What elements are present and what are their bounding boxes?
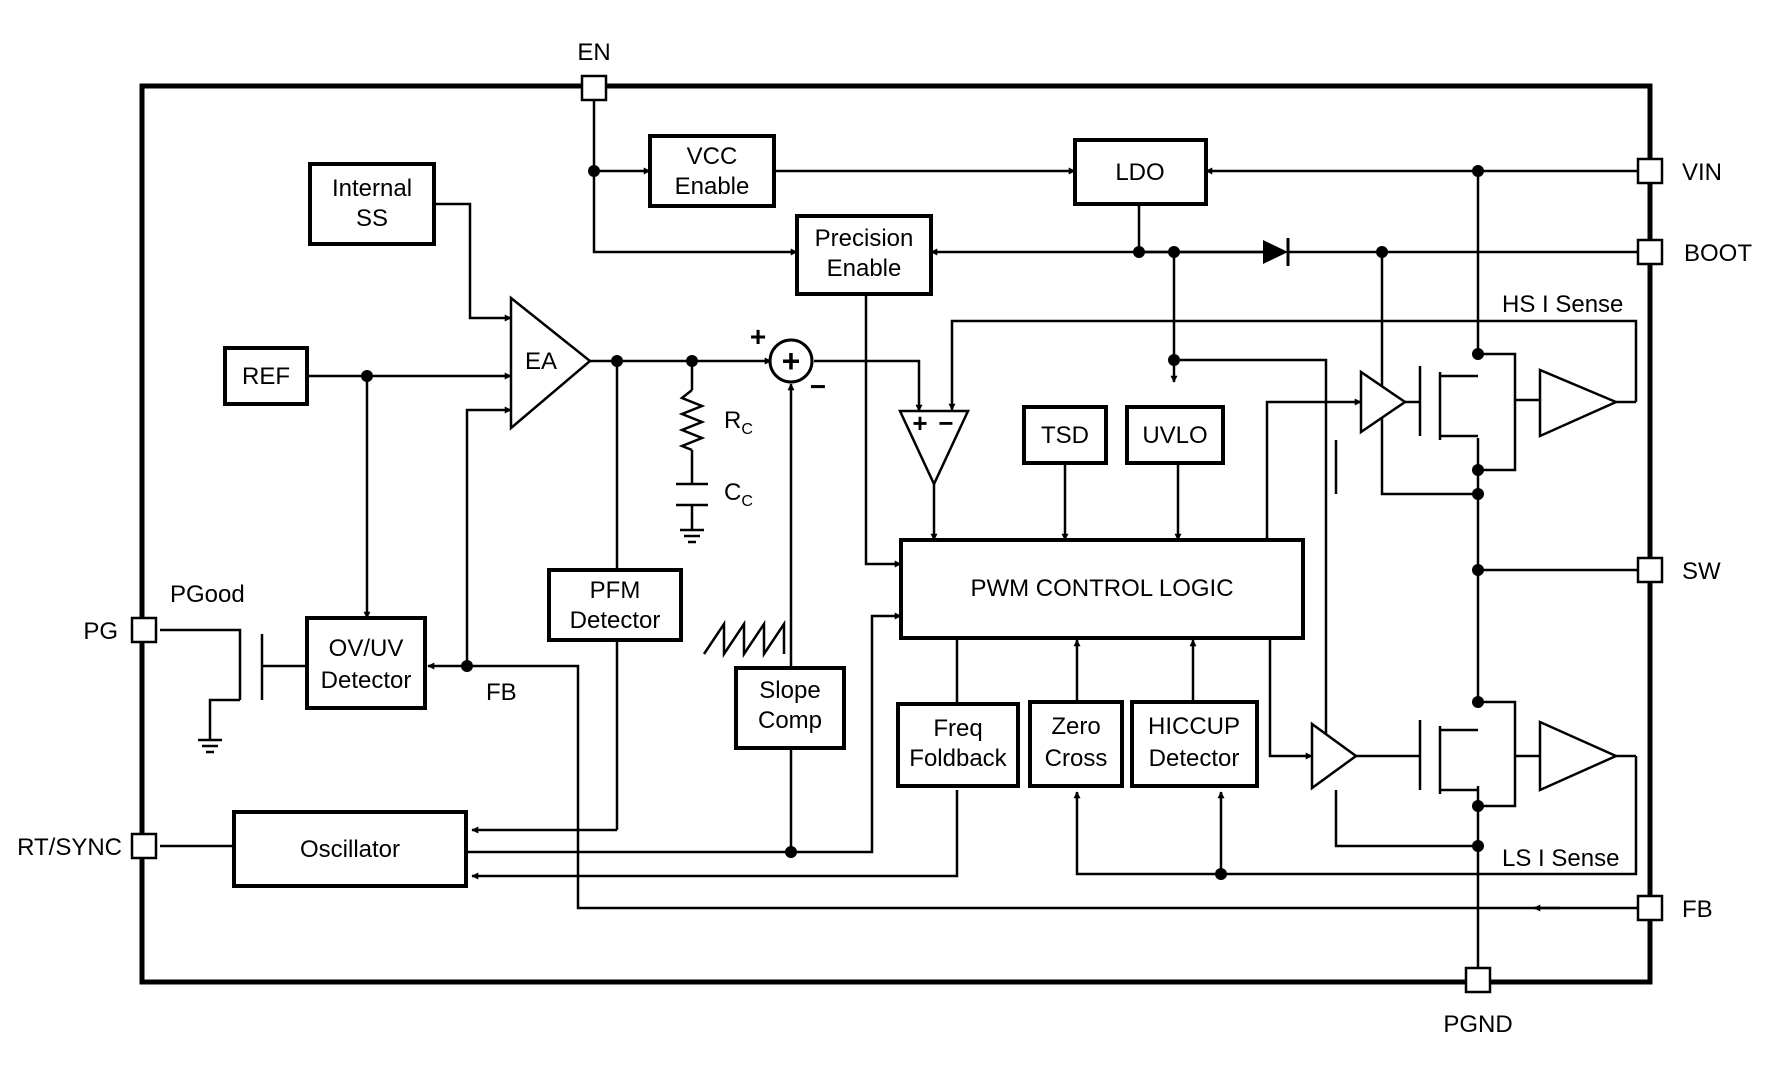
ref-block — [223, 346, 309, 406]
uvlo-label: UVLO — [1142, 422, 1207, 449]
slope-comp-label-1: Slope — [759, 677, 820, 704]
tsd-block — [1022, 405, 1108, 465]
ldo-block — [1073, 138, 1208, 206]
pin-sw-label: SW — [1682, 558, 1721, 585]
ov-uv-detector-label-2: Detector — [321, 667, 412, 694]
internal-ss-block — [308, 162, 436, 246]
pin-boot-label: BOOT — [1684, 240, 1752, 267]
hs-sense-amp — [1538, 368, 1620, 438]
hs-i-sense-label: HS I Sense — [1502, 291, 1623, 318]
pin-fb-right-label: FB — [1682, 896, 1713, 923]
resistor-rc — [678, 389, 706, 452]
chip-boundary — [139, 83, 1653, 985]
ov-uv-detector-block — [305, 616, 427, 710]
vcc-enable-label-1: VCC — [687, 143, 738, 170]
cmp-minus-label: − — [938, 408, 953, 438]
pin-vin-label: VIN — [1682, 159, 1722, 186]
sum-plus-label: + — [750, 321, 766, 352]
freq-foldback-label-2: Foldback — [909, 745, 1007, 772]
zero-cross-label-2: Cross — [1045, 745, 1108, 772]
slope-comp-label-2: Comp — [758, 707, 822, 734]
summing-junction — [768, 338, 814, 384]
hiccup-detector-block — [1130, 700, 1259, 788]
hiccup-detector-label-1: HICCUP — [1148, 713, 1240, 740]
freq-foldback-label-1: Freq — [933, 715, 982, 742]
oscillator-block — [232, 810, 468, 888]
pin-rt-sync — [130, 832, 158, 860]
cmp-plus-label: + — [912, 408, 927, 438]
wires — [160, 100, 1638, 968]
pin-fb-right — [1636, 894, 1664, 922]
pfm-detector-label-1: PFM — [590, 577, 641, 604]
precision-enable-label-1: Precision — [815, 225, 914, 252]
slope-comp-block — [734, 666, 846, 750]
pin-pg — [130, 616, 158, 644]
sawtooth-icon — [702, 619, 786, 659]
ov-uv-detector-label-1: OV/UV — [329, 635, 404, 662]
pin-pgnd-label: PGND — [1443, 1011, 1512, 1038]
ls-sense-amp — [1538, 720, 1620, 792]
hs-driver — [1359, 369, 1408, 435]
pin-en-label: EN — [577, 39, 610, 66]
vcc-enable-block — [648, 134, 776, 208]
ref-label: REF — [242, 363, 290, 390]
pwm-control-logic-block — [899, 538, 1305, 640]
zero-cross-block — [1028, 700, 1124, 788]
tsd-label: TSD — [1041, 422, 1089, 449]
fb-internal-label: FB — [486, 679, 517, 706]
junction-dots — [361, 165, 1484, 880]
freq-foldback-block — [896, 702, 1020, 788]
cc-label: CC — [724, 479, 753, 510]
pin-pg-label: PG — [83, 618, 118, 645]
pfm-detector-label-2: Detector — [570, 607, 661, 634]
internal-ss-label-1: Internal — [332, 175, 412, 202]
capacitor-cc — [676, 482, 708, 544]
pwm-control-logic-label: PWM CONTROL LOGIC — [970, 575, 1233, 602]
oscillator-label: Oscillator — [300, 836, 400, 863]
hiccup-detector-label-2: Detector — [1149, 745, 1240, 772]
pin-en — [580, 74, 608, 102]
rc-label: RC — [724, 407, 753, 438]
pin-rt-sync-label: RT/SYNC — [17, 834, 122, 861]
boot-diode — [1263, 238, 1290, 266]
pfm-detector-block — [547, 568, 683, 642]
zero-cross-label-1: Zero — [1051, 713, 1100, 740]
pin-pgnd — [1464, 966, 1492, 994]
sum-minus-label: − — [810, 371, 826, 402]
ldo-label: LDO — [1115, 159, 1164, 186]
pin-vin — [1636, 157, 1664, 185]
ls-i-sense-label: LS I Sense — [1502, 845, 1619, 872]
precision-enable-block — [795, 214, 933, 296]
internal-ss-label-2: SS — [356, 205, 388, 232]
pin-sw — [1636, 556, 1664, 584]
ls-driver — [1310, 721, 1359, 791]
sum-plus-sign: + — [782, 343, 801, 379]
pgood-label: PGood — [170, 581, 245, 608]
precision-enable-label-2: Enable — [827, 255, 902, 282]
pwm-comparator — [898, 409, 970, 487]
uvlo-block — [1125, 405, 1225, 465]
vcc-enable-label-2: Enable — [675, 173, 750, 200]
pin-boot — [1636, 238, 1664, 266]
ea-label: EA — [525, 348, 557, 375]
ea-amplifier — [509, 295, 592, 431]
